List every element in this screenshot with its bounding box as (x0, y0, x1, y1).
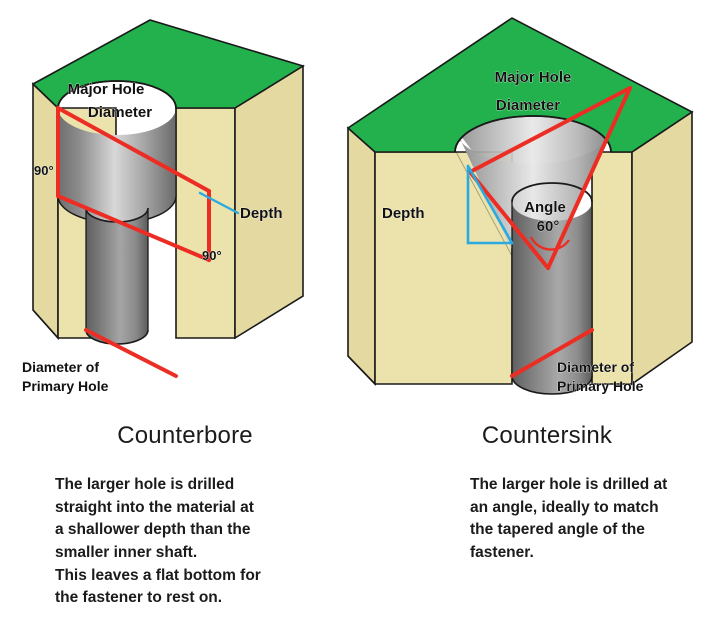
countersink-title: Countersink (481, 422, 613, 449)
counterbore-caption-column: Counterbore The larger hole is drilled s… (0, 415, 360, 635)
countersink-figure: Major Hole Diameter Angle 60° Depth Diam… (346, 17, 694, 395)
captions-area: Counterbore The larger hole is drilled s… (0, 415, 720, 635)
cs-label-major-hole-diameter-line2: Diameter (496, 97, 560, 114)
cs-label-angle-line1: Angle (524, 199, 566, 216)
countersink-red-annotation (468, 86, 632, 270)
cs-block-bottom-edge-left (347, 355, 376, 385)
angle-arc-indicator (529, 236, 570, 251)
label-depth: Depth (240, 205, 283, 222)
cs-depth-indicator (466, 164, 514, 245)
red-cone-side-left (468, 170, 550, 270)
counterbore-desc-line-3: a shallower depth than the (55, 521, 251, 539)
red-primary-hole-diameter-line (84, 328, 178, 378)
counterbore-wall (58, 108, 176, 223)
depth-bracket-diagonal (466, 164, 514, 245)
cs-label-angle-value: 60° (537, 218, 560, 235)
cone-to-shaft-arc (511, 182, 593, 203)
red-major-diameter-line (56, 106, 211, 193)
countersink-caption-column: Countersink The larger hole is drilled a… (360, 415, 720, 635)
red-cone-side-right (546, 86, 632, 270)
counterbore-desc-line-2: straight into the material at (55, 498, 254, 516)
block-right-face (234, 64, 304, 340)
cs-label-major-hole-diameter-line1: Major Hole (495, 69, 572, 86)
counterbore-figure: Major Hole Diameter 90° 90° Depth Diamet… (22, 19, 305, 394)
cs-cone-left-edge (454, 149, 513, 257)
machining-holes-illustration: Major Hole Diameter 90° 90° Depth Diamet… (22, 17, 694, 395)
counterbore-desc-line-5: This leaves a flat bottom for (55, 566, 261, 584)
countersink-desc-line-2: an angle, ideally to match (470, 498, 659, 516)
countersink-desc-line-1: The larger hole is drilled at (470, 476, 668, 493)
countersink-desc-line-4: fastener. (470, 543, 534, 561)
red-bottom-diagonal (56, 194, 211, 262)
cs-label-depth: Depth (382, 205, 425, 222)
counterbore-title: Counterbore (117, 422, 253, 449)
countersink-desc-line-3: the tapered angle of the (470, 521, 645, 539)
countersink-top-opening-arc (454, 115, 612, 153)
counterbore-top-opening-arc (57, 80, 177, 109)
block-front-face-right (175, 107, 236, 339)
label-primary-hole-diameter-line1: Diameter of (22, 359, 99, 375)
counterbore-red-annotation (56, 106, 211, 262)
counterbore-desc-line-4: smaller inner shaft. (55, 543, 198, 561)
label-major-hole-diameter-line1: Major Hole (68, 81, 145, 98)
countersink-cone-wall-back (455, 92, 611, 258)
cs-block-front-face-right (591, 151, 633, 385)
primary-shaft-wall (86, 208, 148, 344)
label-primary-hole-diameter-line2: Primary Hole (22, 378, 109, 394)
label-angle-90-lower: 90° (202, 248, 222, 263)
cs-label-primary-hole-diameter-line1: Diameter of (557, 359, 634, 375)
cs-primary-shaft-bottom-arc (511, 375, 593, 395)
depth-leader-line (198, 191, 240, 215)
cs-block-right-face (631, 110, 693, 386)
counterbore-description: The larger hole is drilled straight into… (0, 450, 320, 610)
block-left-face (32, 82, 59, 341)
cs-red-primary-hole-diameter-line (510, 328, 594, 378)
countersink-description: The larger hole is drilled at an angle, … (360, 450, 705, 565)
red-major-diameter-line (468, 86, 632, 174)
cs-block-left-face (347, 126, 376, 386)
counterbore-desc-line-1: The larger hole is drilled (55, 476, 235, 493)
cs-label-primary-hole-diameter-line2: Primary Hole (557, 378, 644, 394)
label-angle-90-upper: 90° (34, 163, 54, 178)
block-bottom-edge-left (32, 309, 59, 339)
counterbore-desc-line-6: the fastener to rest on. (55, 589, 223, 607)
label-major-hole-diameter-line2: Diameter (88, 104, 152, 121)
